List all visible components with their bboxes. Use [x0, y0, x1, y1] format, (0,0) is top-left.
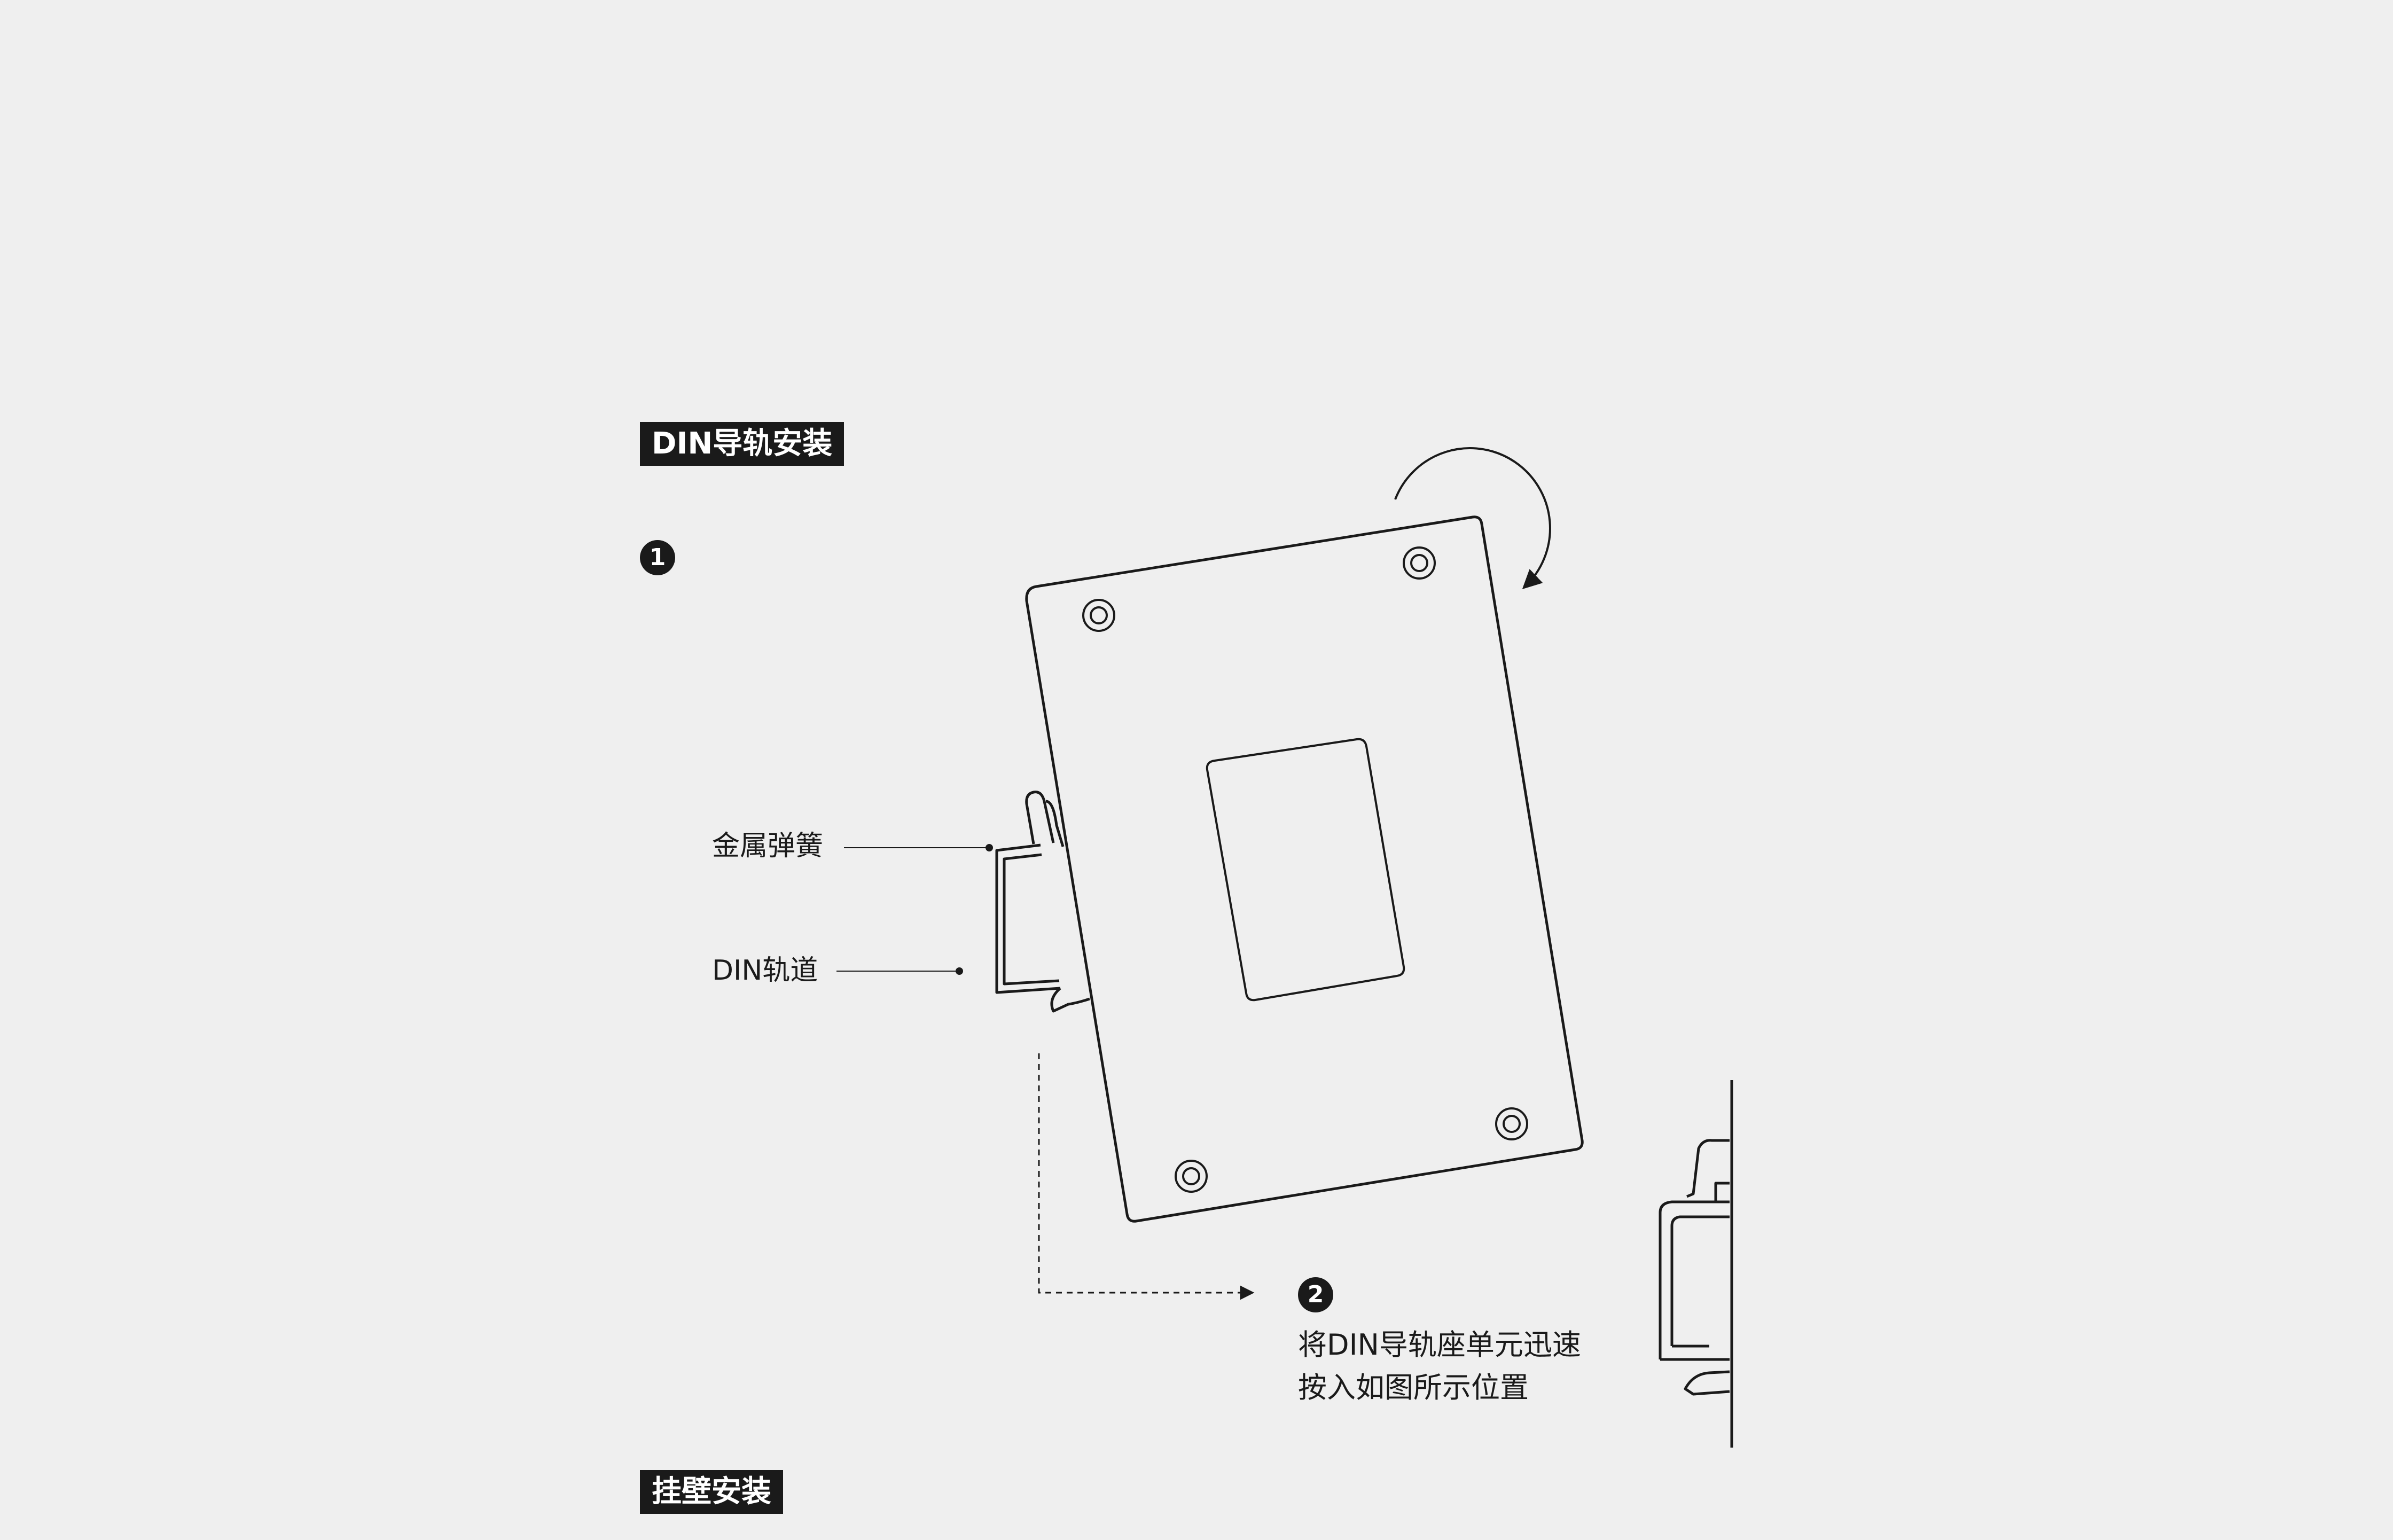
step-2-instruction: 将DIN导轨座单元迅速 按入如图所示位置	[1298, 1324, 1581, 1409]
device-body	[1025, 515, 1584, 1223]
step-1-badge: 1	[640, 540, 675, 575]
callout-metal-spring: 金属弹簧	[712, 830, 824, 862]
step-2-instruction-line-1: 将DIN导轨座单元迅速	[1298, 1328, 1581, 1362]
callout-din-rail: DIN轨道	[712, 955, 818, 987]
callout-leader-spring	[844, 844, 993, 851]
screw-icon	[1175, 1160, 1208, 1193]
step-2-instruction-line-2: 按入如图所示位置	[1298, 1371, 1529, 1404]
metal-spring-clip	[1025, 791, 1065, 847]
rotate-clockwise-arrow-icon	[1394, 447, 1551, 589]
callout-leader-rail	[836, 967, 963, 975]
din-rail	[995, 843, 1090, 1013]
step-2-badge: 2	[1298, 1277, 1333, 1312]
mounted-din-rail	[1659, 1139, 1730, 1396]
screw-icon	[1495, 1107, 1528, 1140]
dashed-right-arrow-icon	[1038, 1053, 1255, 1300]
section-label-din-rail: DIN导轨安装	[640, 422, 844, 466]
section-label-wall-mount: 挂壁安装	[640, 1470, 783, 1514]
device-label-window	[1206, 738, 1405, 1002]
screw-icon	[1403, 546, 1436, 580]
screw-icon	[1082, 599, 1115, 632]
